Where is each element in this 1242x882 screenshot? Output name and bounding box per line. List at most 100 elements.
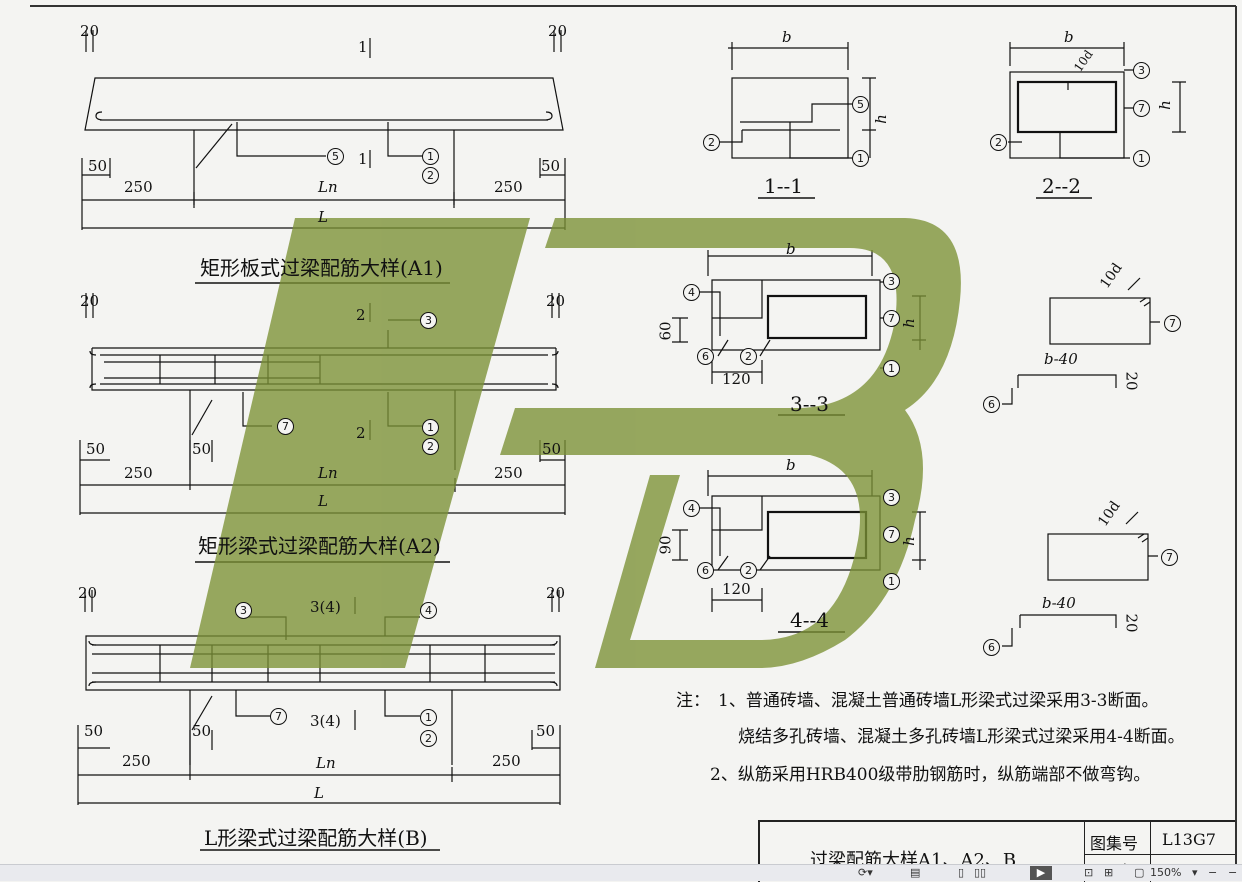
fit-width-icon[interactable]: ⊞	[1104, 866, 1114, 879]
bar-mark-2: 2	[740, 562, 757, 579]
a1-section-mark-top: 1	[358, 38, 368, 56]
bar-mark-2: 2	[990, 134, 1007, 151]
b-edge-dim-mid: 50	[192, 722, 212, 740]
s33-d1: 60	[656, 321, 675, 341]
bar-mark-7: 7	[1133, 100, 1150, 117]
bar-mark-3: 3	[1133, 62, 1150, 79]
bar-mark-2: 2	[703, 134, 720, 151]
b-dim-250-right: 250	[492, 752, 521, 770]
zoom-out-button[interactable]: −	[1208, 866, 1218, 879]
bar-mark-6: 6	[697, 348, 714, 365]
a1-caption: 矩形板式过梁配筋大样(A1)	[200, 256, 443, 280]
s33-title: 3--3	[790, 392, 829, 416]
bar-mark-1: 1	[1133, 150, 1150, 167]
detail-tie-1: b-40	[1044, 350, 1078, 368]
a2-section-mark-bottom: 2	[356, 424, 366, 442]
section-2-2	[1008, 42, 1186, 199]
detail-tie-dim-1: 20	[1122, 371, 1141, 391]
b-dim-250-left: 250	[122, 752, 151, 770]
a2-top-dim-right: 20	[546, 292, 566, 310]
section-1-1	[718, 42, 876, 199]
bar-mark-7: 7	[277, 418, 294, 435]
bar-mark-6: 6	[983, 396, 1000, 413]
zoom-in-button[interactable]: −	[1228, 866, 1238, 879]
s44-h: h	[899, 536, 918, 546]
a2-edge-dim-right: 50	[542, 440, 562, 458]
bar-mark-7: 7	[883, 526, 900, 543]
s44-title: 4--4	[790, 608, 829, 632]
b-top-dim-left: 20	[78, 584, 98, 602]
detail-tie-2: b-40	[1042, 594, 1076, 612]
a1-dim-l: L	[318, 208, 328, 226]
b-dim-ln: Ln	[316, 754, 336, 772]
a1-dim-250-right: 250	[494, 178, 523, 196]
detail-tie-dim-2: 20	[1122, 613, 1141, 633]
bar-mark-7: 7	[1161, 549, 1178, 566]
two-page-icon[interactable]: ▯▯	[974, 866, 987, 879]
a2-section-mark-top: 2	[356, 306, 366, 324]
s44-d1: 90	[656, 535, 675, 555]
a1-edge-dim-right: 50	[541, 157, 561, 175]
a1-top-dim-left: 20	[80, 22, 100, 40]
b-dim-l: L	[314, 784, 324, 802]
a1-dim-ln: Ln	[318, 178, 338, 196]
fit-icon[interactable]: ⊡	[1084, 866, 1094, 879]
bar-mark-4: 4	[420, 602, 437, 619]
bar-mark-5: 5	[327, 148, 344, 165]
bar-mark-1: 1	[883, 573, 900, 590]
bar-mark-3: 3	[883, 489, 900, 506]
a2-edge-dim-mid: 50	[192, 440, 212, 458]
single-page-icon[interactable]: ▯	[958, 866, 965, 879]
bar-mark-1: 1	[420, 709, 437, 726]
bar-mark-2: 2	[422, 167, 439, 184]
a1-section-mark-bottom: 1	[358, 150, 368, 168]
rotate-icon[interactable]: ⟳▾	[858, 866, 873, 879]
page-icon[interactable]: ▢	[1134, 866, 1145, 879]
s22-b: b	[1064, 28, 1074, 46]
zoom-dropdown-icon[interactable]: ▾	[1192, 866, 1198, 879]
notes-prefix: 注：	[676, 691, 710, 711]
bar-mark-7: 7	[270, 708, 287, 725]
a1-top-dim-right: 20	[548, 22, 568, 40]
s44-d2: 120	[722, 580, 751, 598]
b-top-dim-right: 20	[546, 584, 566, 602]
bar-mark-5: 5	[852, 96, 869, 113]
s11-b: b	[782, 28, 792, 46]
s33-b: b	[786, 240, 796, 258]
s11-h: h	[871, 114, 890, 124]
play-button[interactable]: ▶	[1030, 866, 1052, 880]
bar-mark-4: 4	[683, 284, 700, 301]
bar-mark-2: 2	[740, 348, 757, 365]
bar-mark-7: 7	[1164, 315, 1181, 332]
bar-mark-6: 6	[983, 639, 1000, 656]
a2-edge-dim-left: 50	[86, 440, 106, 458]
bar-mark-7: 7	[883, 310, 900, 327]
a2-dim-250-right: 250	[494, 464, 523, 482]
save-icon[interactable]: ▤	[910, 866, 921, 879]
b-section-mark-bottom: 3(4)	[310, 712, 341, 730]
s11-title: 1--1	[764, 174, 803, 198]
section-3-3	[672, 250, 926, 416]
notes-line-2: 烧结多孔砖墙、混凝土多孔砖墙L形梁式过梁采用4-4断面。	[738, 727, 1185, 747]
zoom-level[interactable]: 150%	[1150, 866, 1182, 879]
bar-mark-4: 4	[683, 500, 700, 517]
bar-mark-1: 1	[422, 419, 439, 436]
atlas-label: 图集号	[1090, 834, 1139, 853]
s33-h: h	[899, 318, 918, 328]
s22-h: h	[1155, 100, 1174, 110]
s44-b: b	[786, 456, 796, 474]
notes-line-1: 1、普通砖墙、混凝土普通砖墙L形梁式过梁采用3-3断面。	[718, 691, 1159, 711]
bar-mark-3: 3	[235, 602, 252, 619]
notes-line-3: 2、纵筋采用HRB400级带肋钢筋时，纵筋端部不做弯钩。	[710, 765, 1151, 785]
bar-mark-2: 2	[420, 730, 437, 747]
a1-dim-250-left: 250	[124, 178, 153, 196]
bar-mark-1: 1	[422, 148, 439, 165]
watermark-logo	[190, 218, 961, 668]
bar-mark-1: 1	[852, 150, 869, 167]
bar-mark-3: 3	[420, 312, 437, 329]
a2-dim-250-left: 250	[124, 464, 153, 482]
a2-top-dim-left: 20	[80, 292, 100, 310]
a2-caption: 矩形梁式过梁配筋大样(A2)	[198, 534, 441, 558]
b-edge-dim-right: 50	[536, 722, 556, 740]
